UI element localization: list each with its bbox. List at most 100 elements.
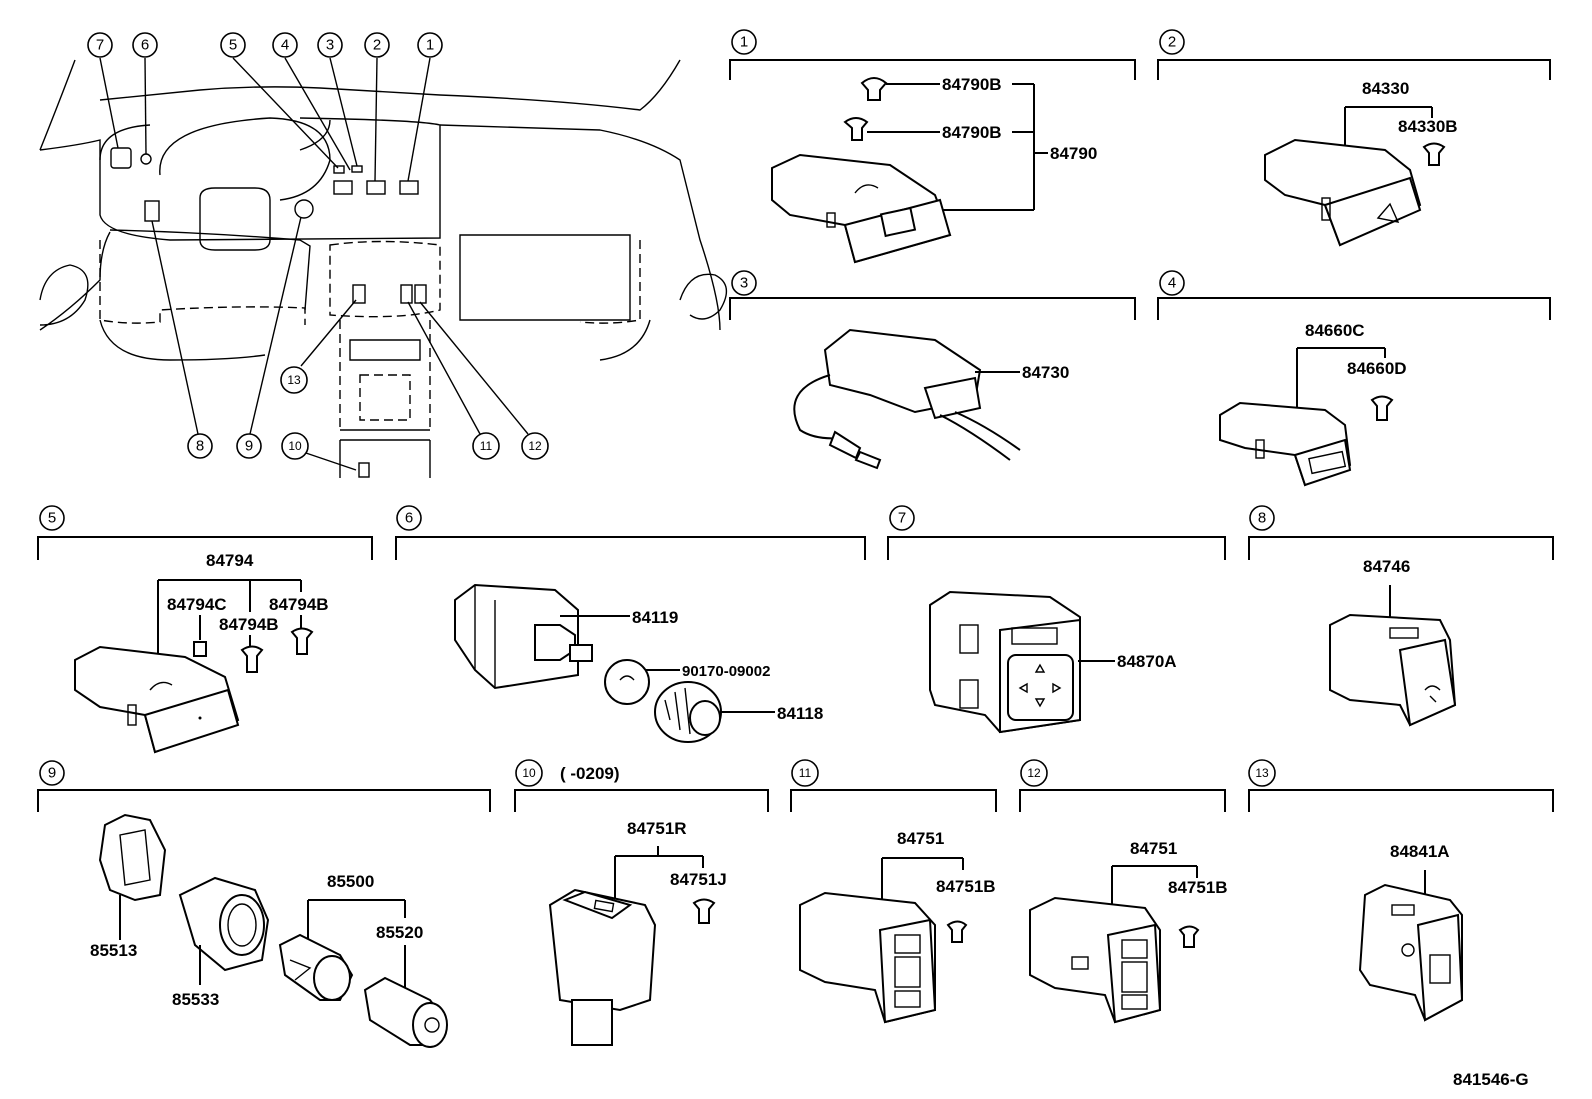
section-4: 4 84660C 84660D [1157,270,1551,487]
screw-clip-icon [843,117,869,141]
callout-9: 9 [236,433,262,459]
svg-text:13: 13 [287,373,301,387]
switch-housing-icon [929,590,1081,734]
part-84751B-b: 84751B [1168,878,1228,897]
part-84119: 84119 [632,608,678,627]
part-84794B-b: 84794B [219,615,279,634]
switch-housing-icon [1264,138,1422,247]
svg-text:3: 3 [326,37,334,54]
section-9: 9 85513 85533 85500 85520 [37,760,491,1048]
svg-text:1: 1 [740,34,748,51]
screw-clip-icon [692,898,716,924]
part-85513: 85513 [90,941,137,960]
callout-4: 4 [272,32,298,58]
switch-housing-icon [1358,883,1464,1022]
screw-clip-icon [1422,142,1446,166]
svg-text:12: 12 [528,439,542,453]
svg-text:11: 11 [799,766,812,780]
switch-housing-icon [74,645,240,754]
part-84746: 84746 [1363,557,1410,576]
section-7: 7 84870A [887,505,1226,734]
svg-text:11: 11 [480,439,493,453]
svg-text:4: 4 [281,37,289,54]
section-2: 2 84330 84330B [1157,29,1551,247]
part-85500: 85500 [327,872,374,891]
svg-text:9: 9 [48,765,56,782]
section-6: 6 84119 90170-09002 84118 [395,505,866,743]
knob-icon [654,681,722,743]
socket-bracket-icon [98,813,167,902]
screw-clip-icon [240,645,264,673]
section-13: 13 84841A [1248,759,1554,1022]
svg-text:7: 7 [898,510,906,527]
svg-text:8: 8 [196,438,204,455]
screw-clip-icon [946,920,968,943]
part-84870A: 84870A [1117,652,1177,671]
part-84794: 84794 [206,551,254,570]
section-12: 12 84751 84751B [1019,759,1228,1024]
part-84330: 84330 [1362,79,1409,98]
screw-clip-icon [290,627,314,655]
callout-1: 1 [417,32,443,58]
svg-text:7: 7 [96,37,104,54]
screw-clip-icon [1178,925,1200,948]
part-84330B: 84330B [1398,117,1458,136]
callout-3: 3 [317,32,343,58]
section-5: 5 84794 84794C 84794B 84794B [37,505,373,754]
svg-text:1: 1 [426,37,434,54]
drawing-code: 841546-G [1453,1070,1529,1089]
svg-text:3: 3 [740,275,748,292]
part-84118: 84118 [777,704,823,723]
switch-housing-icon [771,153,952,264]
switch-housing-icon [454,583,593,690]
part-84790: 84790 [1050,144,1097,163]
svg-text:5: 5 [48,510,56,527]
section-3: 3 84730 [729,270,1136,470]
part-84751-a: 84751 [897,829,944,848]
svg-text:12: 12 [1027,766,1041,780]
dashboard-outline-icon [39,59,728,478]
part-84751J: 84751J [670,870,727,889]
svg-text:2: 2 [373,37,381,54]
part-85520: 85520 [376,923,423,942]
part-84660C: 84660C [1305,321,1365,340]
part-84751B-a: 84751B [936,877,996,896]
switch-housing-icon [1029,896,1162,1024]
part-84790B-a: 84790B [942,75,1002,94]
switch-housing-icon [548,888,657,1046]
callout-11: 11 [472,432,500,460]
screw-clip-icon [860,77,888,101]
section-1: 1 84790B 84790B 84790 [729,29,1136,264]
dashboard-overview: 7 6 5 4 3 2 1 13 8 9 10 11 12 [39,32,728,478]
part-84794C: 84794C [167,595,227,614]
svg-text:4: 4 [1168,275,1176,292]
cigarette-lighter-icon [363,976,448,1048]
part-84730: 84730 [1022,363,1069,382]
connector-icon [793,328,1021,470]
callout-6: 6 [132,32,158,58]
part-84794B-a: 84794B [269,595,329,614]
callout-12: 12 [521,432,549,460]
svg-text:9: 9 [245,438,253,455]
screw-clip-icon [1370,395,1394,421]
callout-7: 7 [87,32,113,58]
callout-5: 5 [220,32,246,58]
svg-text:2: 2 [1168,34,1176,51]
callout-13: 13 [280,366,308,394]
callout-2: 2 [364,32,390,58]
cigarette-lighter-icon [278,933,354,1001]
part-84751-b: 84751 [1130,839,1177,858]
section-8: 8 84746 [1248,505,1554,727]
callout-10: 10 [281,432,309,460]
switch-housing-icon [1329,613,1457,727]
part-84841A: 84841A [1390,842,1450,861]
svg-text:13: 13 [1255,766,1269,780]
section-10: 10 ( -0209) 84751R 84751J [514,759,769,1046]
part-90170-09002: 90170-09002 [682,663,770,680]
part-85533: 85533 [172,990,219,1009]
part-84660D: 84660D [1347,359,1407,378]
svg-text:10: 10 [288,439,302,453]
part-84790B-b: 84790B [942,123,1002,142]
screw-clip-icon [193,641,207,657]
